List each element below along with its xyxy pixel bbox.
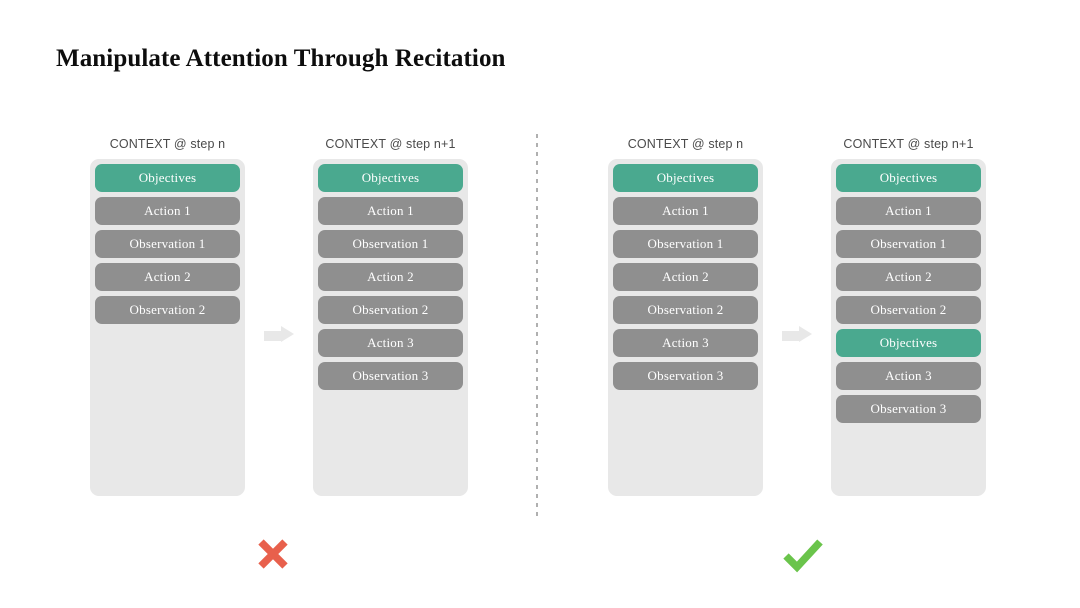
context-item-observation[interactable]: Observation 2 xyxy=(95,296,240,324)
context-item-action[interactable]: Action 1 xyxy=(318,197,463,225)
context-column-step-n: CONTEXT @ step n Objectives Action 1 Obs… xyxy=(608,137,763,496)
column-header: CONTEXT @ step n xyxy=(109,137,226,151)
context-box: Objectives Action 1 Observation 1 Action… xyxy=(313,159,468,496)
verdict-correct xyxy=(768,524,838,584)
context-item-objectives[interactable]: Objectives xyxy=(95,164,240,192)
context-item-action[interactable]: Action 2 xyxy=(318,263,463,291)
group-without-recitation: CONTEXT @ step n Objectives Action 1 Obs… xyxy=(90,137,468,502)
page-title: Manipulate Attention Through Recitation xyxy=(56,45,506,72)
context-item-action[interactable]: Action 2 xyxy=(613,263,758,291)
context-item-action[interactable]: Action 3 xyxy=(318,329,463,357)
context-column-step-n-plus-1: CONTEXT @ step n+1 Objectives Action 1 O… xyxy=(313,137,468,496)
context-item-action[interactable]: Action 3 xyxy=(613,329,758,357)
context-item-objectives[interactable]: Objectives xyxy=(318,164,463,192)
context-column-step-n: CONTEXT @ step n Objectives Action 1 Obs… xyxy=(90,137,245,496)
context-box: Objectives Action 1 Observation 1 Action… xyxy=(90,159,245,496)
context-item-observation[interactable]: Observation 3 xyxy=(836,395,981,423)
column-header: CONTEXT @ step n+1 xyxy=(325,137,456,151)
arrow-head xyxy=(799,325,812,342)
vertical-dotted-divider xyxy=(536,134,538,518)
context-item-observation[interactable]: Observation 3 xyxy=(318,362,463,390)
column-header: CONTEXT @ step n xyxy=(627,137,744,151)
right-arrow-icon xyxy=(782,325,812,342)
context-item-observation[interactable]: Observation 3 xyxy=(613,362,758,390)
context-item-observation[interactable]: Observation 2 xyxy=(836,296,981,324)
verdict-incorrect xyxy=(238,524,308,584)
arrow-shaft xyxy=(782,330,801,341)
context-item-action[interactable]: Action 2 xyxy=(95,263,240,291)
context-item-action[interactable]: Action 1 xyxy=(95,197,240,225)
context-item-observation[interactable]: Observation 1 xyxy=(95,230,240,258)
step-arrow xyxy=(245,165,313,502)
context-box: Objectives Action 1 Observation 1 Action… xyxy=(608,159,763,496)
context-item-action[interactable]: Action 2 xyxy=(836,263,981,291)
context-item-observation[interactable]: Observation 1 xyxy=(836,230,981,258)
context-item-objectives[interactable]: Objectives xyxy=(836,164,981,192)
context-item-observation[interactable]: Observation 2 xyxy=(318,296,463,324)
context-item-action[interactable]: Action 1 xyxy=(613,197,758,225)
column-header: CONTEXT @ step n+1 xyxy=(843,137,974,151)
context-box: Objectives Action 1 Observation 1 Action… xyxy=(831,159,986,496)
context-item-objectives[interactable]: Objectives xyxy=(613,164,758,192)
context-item-observation[interactable]: Observation 1 xyxy=(613,230,758,258)
context-column-step-n-plus-1: CONTEXT @ step n+1 Objectives Action 1 O… xyxy=(831,137,986,496)
context-item-observation[interactable]: Observation 1 xyxy=(318,230,463,258)
context-item-objectives-recited[interactable]: Objectives xyxy=(836,329,981,357)
context-item-action[interactable]: Action 3 xyxy=(836,362,981,390)
step-arrow xyxy=(763,165,831,502)
check-icon xyxy=(783,539,823,573)
group-with-recitation: CONTEXT @ step n Objectives Action 1 Obs… xyxy=(608,137,986,502)
arrow-head xyxy=(281,325,294,342)
context-item-observation[interactable]: Observation 2 xyxy=(613,296,758,324)
arrow-shaft xyxy=(264,330,283,341)
right-arrow-icon xyxy=(264,325,294,342)
cross-icon xyxy=(258,539,288,569)
context-item-action[interactable]: Action 1 xyxy=(836,197,981,225)
